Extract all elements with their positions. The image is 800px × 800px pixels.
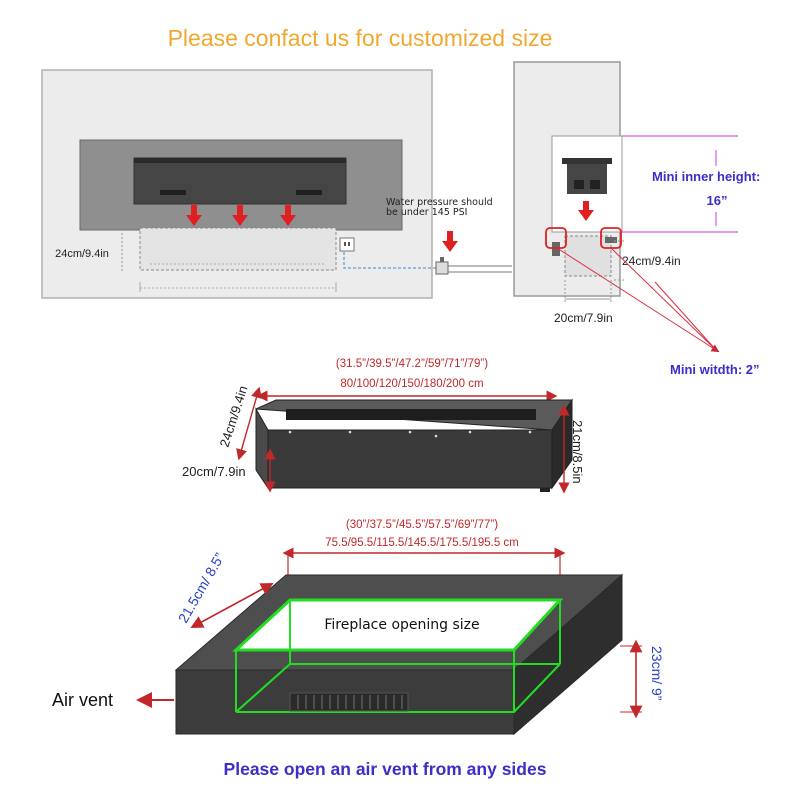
red-down-arrow: [280, 205, 296, 226]
front-install-view: 24cm/9.4in Water pressure should be unde…: [41, 69, 512, 299]
water-pressure-note-line1: Water pressure should: [386, 197, 493, 208]
water-pipe: [448, 265, 512, 273]
insert-vent-right: [296, 190, 322, 195]
unit-length-cm: 80/100/120/150/180/200 cm: [340, 378, 483, 390]
opening-length-inch: (30”/37.5”/45.5”/57.5”/69”/77”): [346, 519, 498, 531]
unit-depth-label: 24cm/9.4in: [217, 384, 251, 449]
red-down-arrow: [578, 201, 594, 221]
highlight-circle-left: [545, 227, 567, 249]
mini-width-pointer: [556, 247, 720, 353]
unit-flame-slot: [286, 409, 536, 420]
fireplace-insert: [133, 157, 347, 205]
side-insert: [567, 164, 607, 194]
side-bracket-right: [605, 237, 617, 243]
opening-size-label: Fireplace opening size: [324, 617, 479, 633]
air-vent-grille: [289, 692, 409, 712]
opening-width-label: 21.5cm/ 8.5”: [175, 550, 228, 626]
unit-screws: [288, 430, 532, 438]
install-height-label: 24cm/9.4in: [55, 248, 109, 260]
unit-length-inch: (31.5”/39.5”/47.2”/59”/71”/79”): [336, 358, 488, 370]
opening-height-label: 23cm/ 9”: [649, 646, 665, 701]
side-width-label: 20cm/7.9in: [554, 311, 613, 325]
side-bracket-left: [552, 242, 560, 256]
unit-front-face: [267, 429, 553, 489]
unit-depth-dimension: [236, 386, 262, 461]
water-pressure-note-line2: be under 145 PSI: [386, 207, 467, 218]
side-height-label: 24cm/9.4in: [622, 254, 681, 268]
side-insert-lip: [562, 158, 612, 164]
red-down-arrow: [232, 205, 248, 226]
water-line: [343, 252, 440, 269]
unit-dimension-view: (31.5”/39.5”/47.2”/59”/71”/79”) 80/100/1…: [182, 358, 585, 494]
side-water-tank: [564, 235, 612, 277]
opening-view: (30”/37.5”/45.5”/57.5”/69”/77”) 75.5/95.…: [52, 519, 665, 736]
page-title: Please confact us for customized size: [168, 25, 553, 51]
red-down-arrow: [186, 205, 202, 226]
inner-height-value: 16”: [707, 193, 728, 208]
insert-top-lip: [134, 158, 346, 163]
unit-width-label: 20cm/7.9in: [182, 464, 246, 479]
side-view: 20cm/7.9in 24cm/9.4in Mini inner height:…: [513, 61, 760, 377]
air-vent-slats: [297, 695, 403, 709]
air-vent-label: Air vent: [52, 690, 113, 710]
opening-width-dimension: [190, 582, 274, 629]
air-vent-note: Please open an air vent from any sides: [224, 759, 547, 779]
water-valve-icon: [435, 261, 449, 275]
unit-height-label: 21cm/8.5in: [570, 420, 585, 484]
inner-height-label: Mini inner height:: [652, 169, 760, 184]
opening-cavity: [235, 663, 561, 713]
red-down-arrow: [442, 231, 458, 252]
insert-vent-left: [160, 190, 186, 195]
water-tank: [139, 227, 337, 271]
mini-width-label: Mini witdth: 2”: [670, 362, 760, 377]
power-socket-icon: [339, 237, 355, 252]
opening-length-cm: 75.5/95.5/115.5/145.5/175.5/195.5 cm: [325, 537, 519, 549]
